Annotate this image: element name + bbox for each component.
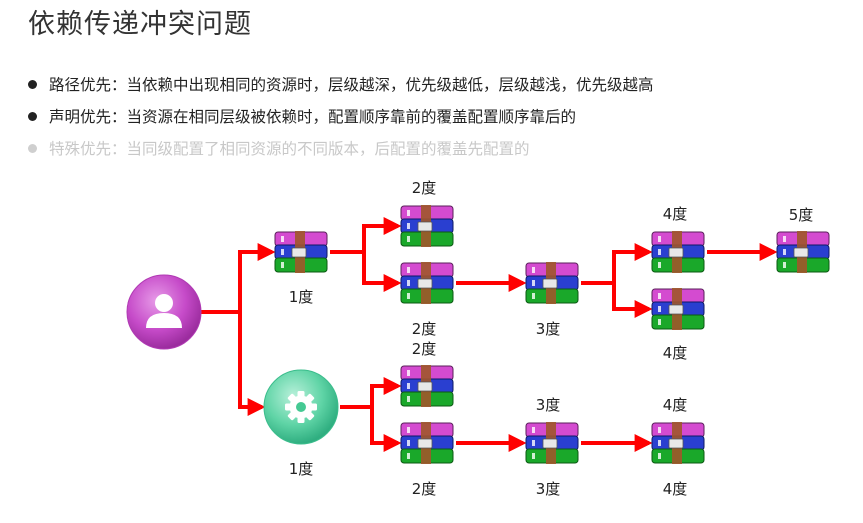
package-node-n7: 5度 (776, 206, 830, 274)
edge-root-to-gear (238, 312, 266, 416)
package-icon (400, 364, 454, 408)
package-icon (525, 261, 579, 305)
node-label: 3度 (536, 396, 561, 414)
dependency-edges (201, 217, 778, 452)
user-root-node (126, 274, 202, 350)
package-node-n11: 3度 3度 (525, 396, 579, 498)
node-label: 4度 (663, 344, 688, 362)
package-node-n5: 4度 (651, 205, 705, 274)
edge-n1-to-n3 (362, 252, 402, 292)
edge-n4-to-n5 (581, 243, 653, 285)
package-icon (400, 421, 454, 465)
rule-declaration-priority: 声明优先：当资源在相同层级被依赖时，配置顺序靠前的覆盖配置顺序靠后的 (28, 100, 654, 132)
bullet-dot (28, 143, 37, 153)
package-node-n1: 1度 (274, 230, 328, 306)
node-label: 2度 (412, 320, 437, 338)
rule-text: 特殊优先：当同级配置了相同资源的不同版本，后配置的覆盖先配置的 (49, 140, 530, 158)
package-node-n4: 3度 (525, 261, 579, 338)
user-icon (146, 294, 182, 328)
bullet-dot (28, 111, 37, 121)
node-label: 2度 (412, 340, 437, 358)
package-icon (651, 230, 705, 274)
node-label: 2度 (412, 179, 437, 197)
gear-icon (285, 391, 317, 423)
rule-text: 路径优先：当依赖中出现相同的资源时，层级越深，优先级越低，层级越浅，优先级越高 (49, 76, 654, 94)
node-label: 1度 (289, 288, 314, 306)
node-label: 4度 (663, 480, 688, 498)
edge-root-to-n1 (201, 243, 276, 314)
rule-special-priority: 特殊优先：当同级配置了相同资源的不同版本，后配置的覆盖先配置的 (28, 132, 654, 164)
rules-list: 路径优先：当依赖中出现相同的资源时，层级越深，优先级越低，层级越浅，优先级越高 … (28, 68, 654, 164)
edge-gear-to-n9 (340, 377, 402, 409)
package-node-n3: 2度 (400, 261, 454, 338)
edge-n4-to-n6 (612, 283, 653, 318)
package-icon (776, 230, 830, 274)
node-label: 2度 (412, 480, 437, 498)
package-icon (525, 421, 579, 465)
edge-n1-to-n2 (330, 217, 402, 254)
package-node-n10: 2度 (400, 421, 454, 498)
node-label: 5度 (789, 206, 814, 224)
gear-root-node (263, 369, 339, 445)
package-nodes: 1度 2度 2度 3度 4度 4度 5度 1度 (274, 179, 830, 498)
node-label: 3度 (536, 480, 561, 498)
rule-text: 声明优先：当资源在相同层级被依赖时，配置顺序靠前的覆盖配置顺序靠后的 (49, 108, 577, 126)
package-node-n6: 4度 (651, 287, 705, 362)
package-icon (400, 261, 454, 305)
package-icon (274, 230, 328, 274)
node-label: 4度 (663, 205, 688, 223)
edge-gear-to-n10 (370, 407, 402, 452)
package-icon (651, 421, 705, 465)
package-node-n9: 2度 (400, 340, 454, 408)
node-label: 4度 (663, 396, 688, 414)
node-label: 3度 (536, 320, 561, 338)
package-node-n12: 4度 4度 (651, 396, 705, 498)
rule-path-priority: 路径优先：当依赖中出现相同的资源时，层级越深，优先级越低，层级越浅，优先级越高 (28, 68, 654, 100)
node-label: 1度 (289, 460, 314, 478)
package-node-n2: 2度 (400, 179, 454, 248)
bullet-dot (28, 79, 37, 89)
package-node-n8: 1度 (289, 460, 314, 478)
page-title: 依赖传递冲突问题 (28, 9, 252, 40)
package-icon (651, 287, 705, 331)
package-icon (400, 204, 454, 248)
